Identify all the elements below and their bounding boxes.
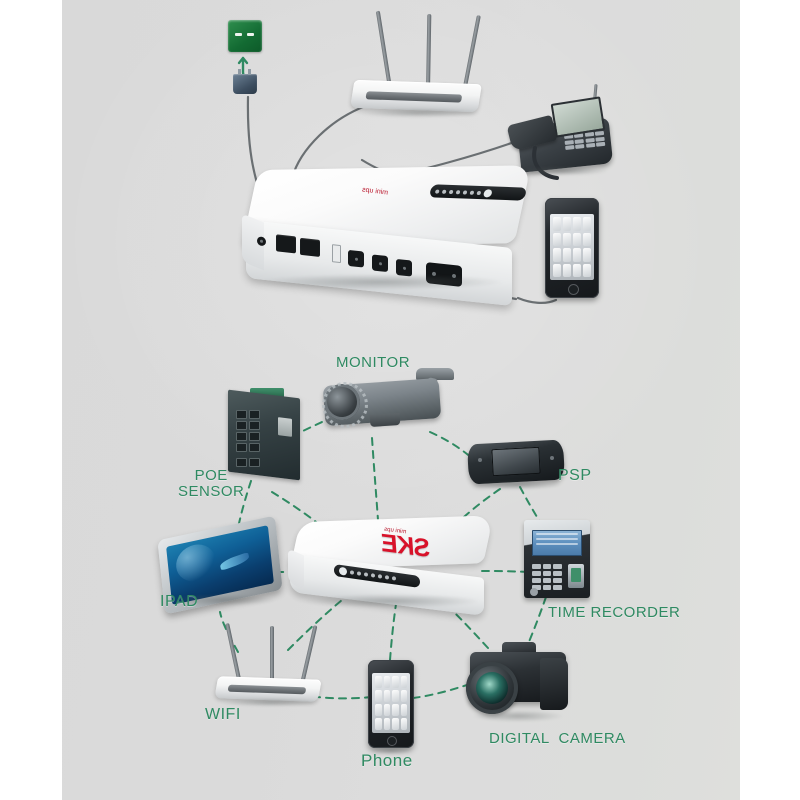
power-plug[interactable] bbox=[233, 69, 257, 94]
poe-label-plate bbox=[278, 417, 292, 437]
camera-wall-mount bbox=[416, 368, 454, 380]
phone-screen[interactable] bbox=[372, 673, 410, 733]
ups-shadow-top bbox=[254, 274, 506, 290]
label-time_recorder: TIME RECORDER bbox=[548, 604, 681, 621]
label-ipad: IPAD bbox=[160, 593, 199, 610]
spoke-hub-monitor bbox=[371, 437, 379, 521]
label-phone: Phone bbox=[361, 751, 413, 770]
psp-dpad[interactable] bbox=[478, 458, 482, 462]
spoke-hub-timerecorder bbox=[481, 570, 529, 573]
wifi-router-top[interactable] bbox=[350, 10, 490, 118]
phone-home-button[interactable] bbox=[387, 736, 397, 746]
time-recorder-indicator bbox=[530, 588, 538, 596]
node-monitor-camera[interactable] bbox=[318, 368, 458, 440]
smartphone-screen[interactable] bbox=[550, 214, 594, 280]
psp-screen[interactable] bbox=[491, 446, 541, 477]
node-phone[interactable] bbox=[368, 660, 420, 760]
time-recorder-keypad[interactable] bbox=[532, 564, 562, 590]
plug-pin-left bbox=[238, 69, 241, 75]
link-phone-wifi bbox=[291, 691, 373, 700]
node-wifi-router[interactable] bbox=[214, 620, 326, 707]
poe-uplink-ports[interactable] bbox=[236, 458, 260, 467]
fingerprint-reader[interactable] bbox=[568, 564, 584, 588]
node-ipad[interactable] bbox=[157, 515, 284, 615]
label-monitor: MONITOR bbox=[336, 354, 411, 371]
psp-shadow bbox=[474, 480, 562, 490]
wifi-vent-band bbox=[227, 684, 307, 695]
plug-pin-right bbox=[248, 69, 251, 75]
node-time-recorder[interactable] bbox=[524, 520, 596, 602]
router-shadow bbox=[354, 108, 480, 118]
ske-logo-hub: SKE bbox=[380, 529, 432, 563]
socket-slot-left bbox=[235, 33, 242, 36]
smartphone-home-button[interactable] bbox=[568, 284, 579, 295]
phone-cord-layer bbox=[532, 146, 559, 180]
psp-buttons[interactable] bbox=[550, 456, 554, 460]
spoke-hub-camera bbox=[441, 599, 489, 649]
smartphone-charging[interactable] bbox=[545, 198, 603, 308]
cable-smartphone-to-ups bbox=[516, 296, 558, 304]
hub-shadow bbox=[302, 594, 482, 608]
ipad-wallpaper-light bbox=[174, 540, 218, 586]
wifi-antenna-1 bbox=[225, 622, 242, 685]
phone-shadow-bottom bbox=[370, 746, 412, 755]
ske-mini-ups-hub[interactable]: SKE mini ups bbox=[286, 515, 502, 618]
time-recorder-display bbox=[532, 530, 582, 556]
socket-slot-right bbox=[247, 33, 254, 36]
dslr-shadow bbox=[472, 710, 564, 722]
link-timerecorder-camera bbox=[527, 596, 547, 645]
camera-bracket bbox=[369, 412, 401, 428]
ske-mini-ups-main-unit[interactable]: mini ups bbox=[240, 165, 532, 315]
label-psp: PSP bbox=[558, 467, 592, 484]
spoke-hub-psp bbox=[447, 488, 501, 533]
node-poe-sensor[interactable] bbox=[224, 388, 308, 484]
ipad-wallpaper-fish bbox=[219, 551, 251, 571]
poe-port-grid[interactable] bbox=[236, 410, 260, 452]
poe-din-clip bbox=[250, 388, 284, 397]
link-psp-timerecorder bbox=[519, 486, 541, 523]
phone-shadow bbox=[517, 166, 609, 176]
node-psp[interactable] bbox=[467, 439, 568, 492]
spoke-hub-wifi bbox=[287, 599, 343, 651]
link-camera-phone bbox=[403, 683, 471, 700]
label-digital_camera: DIGITAL CAMERA bbox=[489, 730, 626, 747]
wifi-antenna-2 bbox=[270, 626, 274, 684]
label-poe: POE SENSOR bbox=[178, 467, 245, 500]
spoke-hub-phone bbox=[389, 603, 397, 661]
ipad-shadow bbox=[168, 594, 276, 606]
wifi-shadow bbox=[220, 698, 320, 707]
node-digital-camera[interactable] bbox=[462, 642, 574, 728]
dslr-battery-grip bbox=[540, 658, 568, 710]
dslr-lens-glass bbox=[476, 672, 508, 704]
phone-coil-cord bbox=[532, 146, 559, 180]
label-wifi: WIFI bbox=[205, 706, 241, 723]
plug-in-arrow-icon bbox=[237, 56, 252, 80]
wifi-antenna-3 bbox=[300, 625, 318, 685]
voip-desk-phone[interactable] bbox=[505, 78, 615, 183]
wall-power-socket[interactable] bbox=[228, 20, 262, 52]
